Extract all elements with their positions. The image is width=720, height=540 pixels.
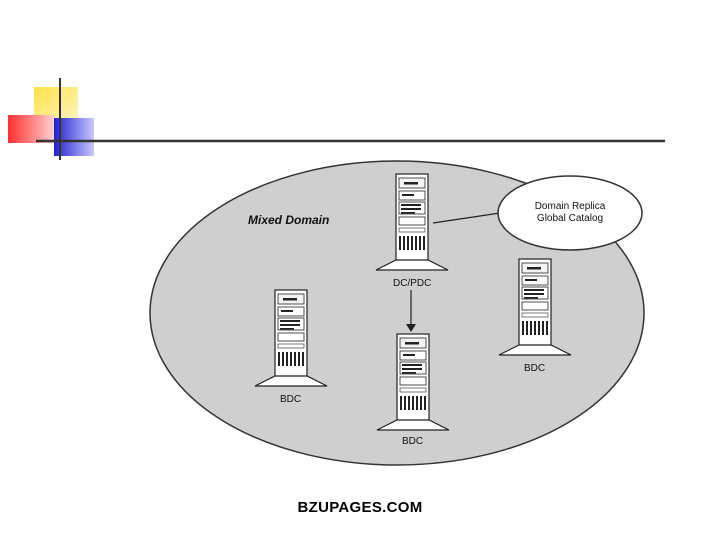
server-label-dc-pdc: DC/PDC [393,278,432,289]
replication-arrow [406,290,416,332]
replica-bubble-text: Domain Replica Global Catalog [520,201,620,225]
footer-watermark: BZUPAGES.COM [297,499,423,516]
server-label-bdc-center: BDC [402,436,424,447]
corner-accent-logo [8,78,94,160]
accent-red-square [8,115,54,143]
replica-connector-line [432,212,501,224]
replica-bubble [497,175,643,251]
server-label-bdc-left: BDC [280,394,302,405]
replica-line-1: Domain Replica [534,201,606,212]
replica-line-2: Global Catalog [536,213,604,224]
domain-label: Mixed Domain [248,213,330,227]
server-label-bdc-right: BDC [524,363,546,374]
